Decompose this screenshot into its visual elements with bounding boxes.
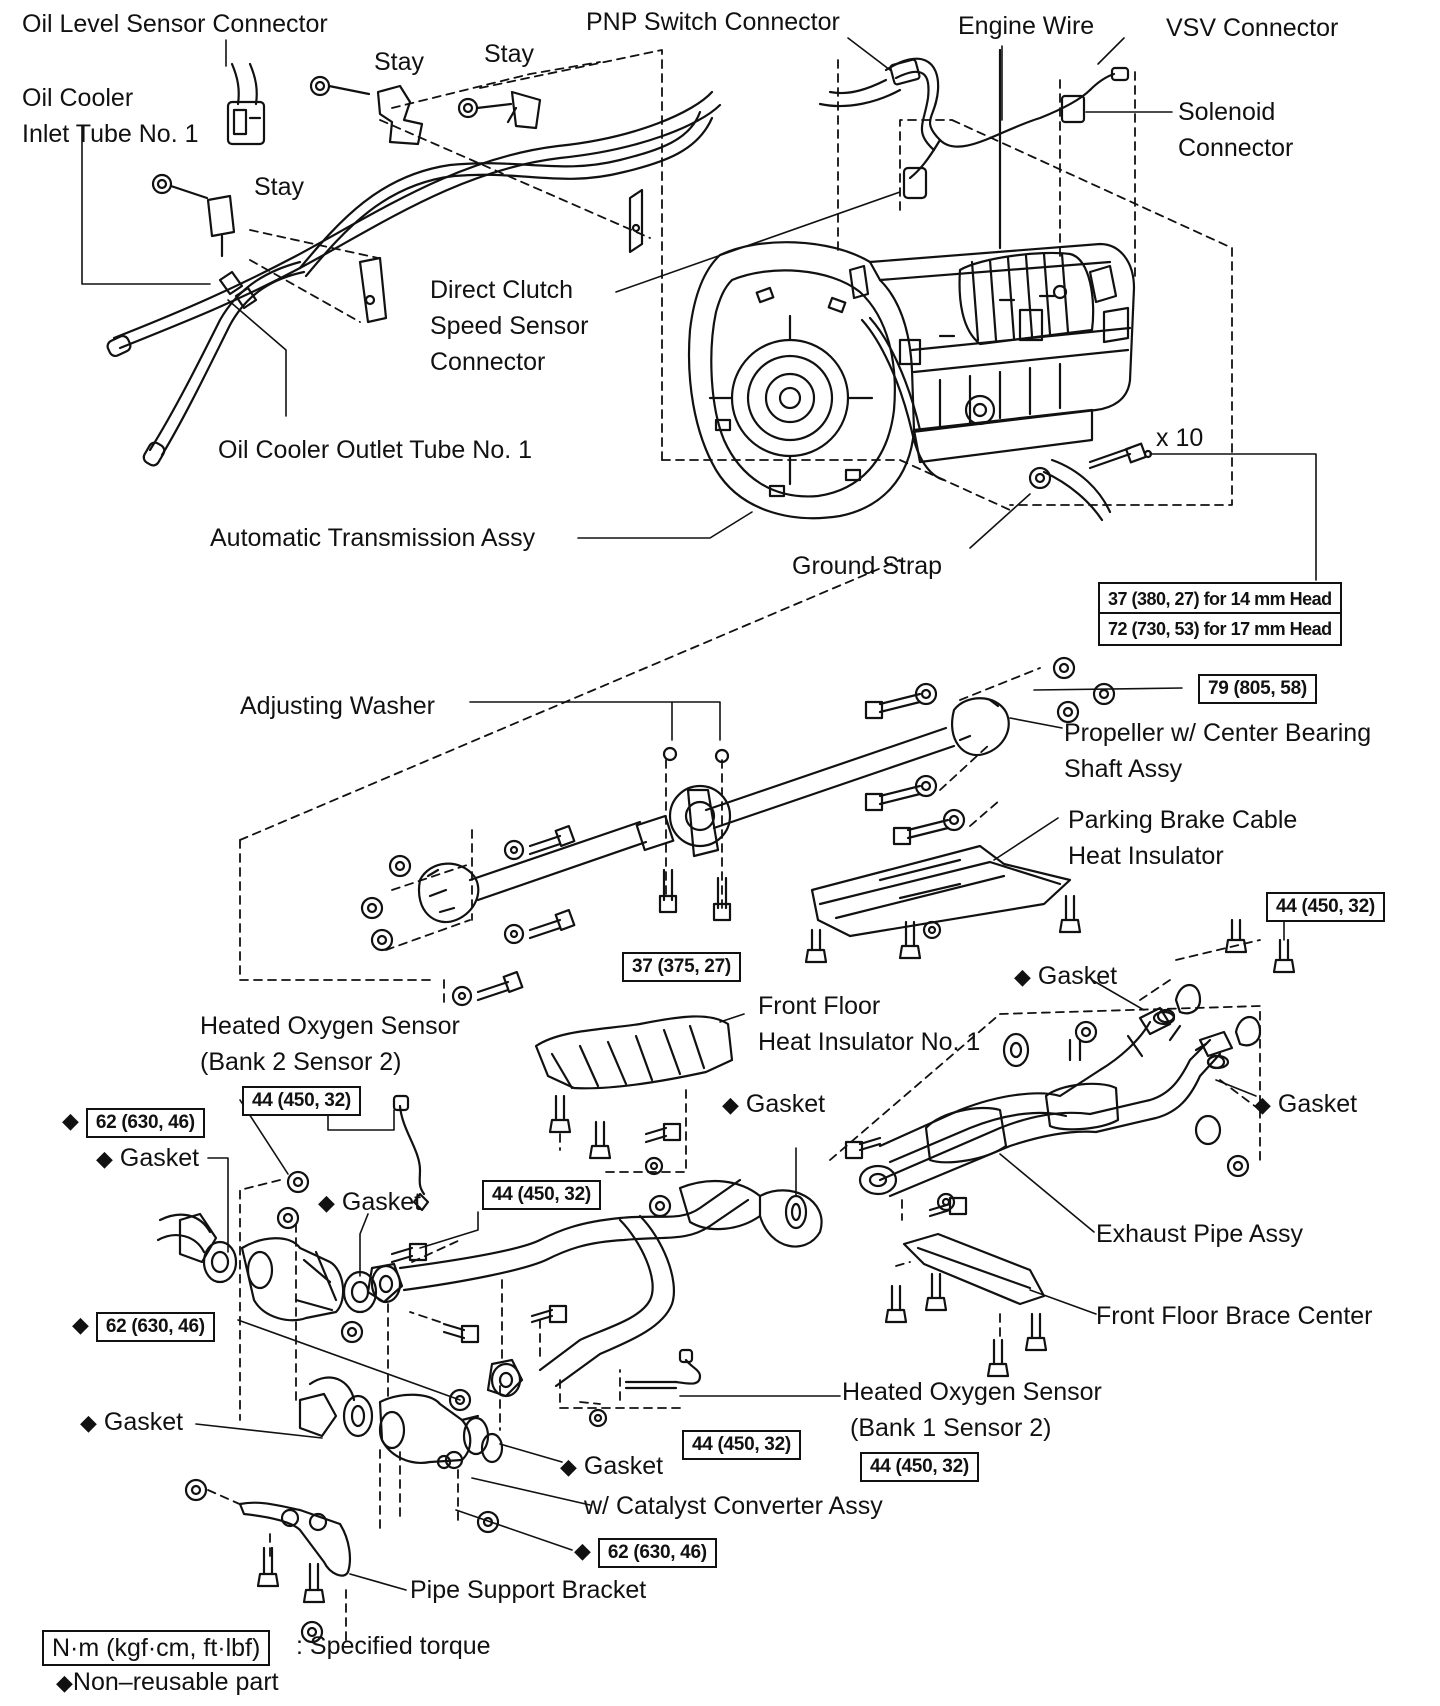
ground-strap	[1028, 442, 1153, 522]
label-gasket-lower-center: ◆ Gasket	[560, 1452, 664, 1480]
shaft-fasteners	[360, 656, 1116, 1007]
torque-79: 79 (805, 58)	[1198, 674, 1317, 704]
assembly-guides-brace	[895, 1261, 1001, 1337]
label-oil-cooler-inlet-line1: Oil Cooler	[22, 84, 134, 112]
exhaust-hangers	[844, 918, 1296, 1218]
label-gasket-lower-left: ◆ Gasket	[80, 1408, 184, 1436]
legend-non-reusable: ◆Non–reusable part	[56, 1668, 279, 1696]
label-parking-brake-line1: Parking Brake Cable	[1068, 806, 1298, 834]
label-gasket-top-right: ◆ Gasket	[1014, 962, 1118, 990]
label-propeller-line1: Propeller w/ Center Bearing	[1064, 719, 1372, 747]
label-adjusting-washer: Adjusting Washer	[240, 692, 435, 720]
label-stay-2: Stay	[484, 40, 535, 68]
torque-37: 37 (375, 27)	[622, 952, 741, 982]
torque-17mm: 72 (730, 53) for 17 mm Head	[1098, 612, 1342, 646]
torque-62-top-group: ◆ 62 (630, 46)	[62, 1106, 205, 1138]
label-engine-wire: Engine Wire	[958, 12, 1095, 40]
assembly-guides-heat	[559, 1089, 687, 1173]
label-heated-o2-bank2-line1: Heated Oxygen Sensor	[200, 1012, 460, 1040]
label-gasket-left-2: ◆ Gasket	[318, 1188, 422, 1216]
oil-level-sensor-connector	[226, 62, 266, 146]
label-oil-cooler-outlet: Oil Cooler Outlet Tube No. 1	[218, 436, 533, 464]
oxygen-sensors	[392, 1094, 808, 1428]
label-pipe-support-bracket: Pipe Support Bracket	[410, 1576, 647, 1604]
torque-44-lower: 44 (450, 32)	[682, 1430, 801, 1460]
label-pnp-switch-connector: PNP Switch Connector	[586, 8, 840, 36]
engine-wire-harness	[818, 48, 1130, 250]
label-parking-brake-line2: Heat Insulator	[1068, 842, 1224, 870]
label-gasket-right: ◆ Gasket	[1254, 1090, 1358, 1118]
label-gasket-left-1: ◆ Gasket	[96, 1144, 200, 1172]
label-front-floor-heat-line2: Heat Insulator No. 1	[758, 1028, 981, 1056]
pipe-support-bracket	[184, 1478, 351, 1644]
label-propeller-line2: Shaft Assy	[1064, 755, 1183, 783]
propeller-shaft	[417, 697, 1010, 924]
label-solenoid-connector-line1: Solenoid	[1178, 98, 1276, 126]
left-catalyst	[156, 1170, 480, 1344]
label-stay-1: Stay	[374, 48, 425, 76]
torque-62-middle-group: ◆ 62 (630, 46)	[72, 1310, 215, 1342]
torque-44-bank1: 44 (450, 32)	[860, 1452, 979, 1482]
label-oil-level-sensor-connector: Oil Level Sensor Connector	[22, 10, 328, 38]
torque-44-right: 44 (450, 32)	[1266, 892, 1385, 922]
label-ground-strap: Ground Strap	[792, 552, 943, 580]
label-front-floor-heat-line1: Front Floor	[758, 992, 881, 1020]
legend-specified-torque: : Specified torque	[296, 1632, 491, 1660]
label-stay-3: Stay	[254, 173, 305, 201]
label-direct-clutch-line3: Connector	[430, 348, 546, 376]
torque-44-center: 44 (450, 32)	[482, 1180, 601, 1210]
legend-torque-unit: N·m (kgf·cm, ft·lbf)	[42, 1630, 271, 1666]
label-heated-o2-bank1-line1: Heated Oxygen Sensor	[842, 1378, 1102, 1406]
label-heated-o2-bank1-line2: (Bank 1 Sensor 2)	[850, 1414, 1052, 1442]
label-catalyst-converter: w/ Catalyst Converter Assy	[584, 1492, 883, 1520]
label-front-floor-brace: Front Floor Brace Center	[1096, 1302, 1373, 1330]
assembly-guides-lower	[207, 1179, 681, 1641]
front-exhaust-pipe	[366, 1178, 823, 1398]
automatic-transmission	[687, 241, 1136, 520]
leader-lines	[81, 37, 1317, 1591]
label-direct-clutch-line2: Speed Sensor	[430, 312, 589, 340]
label-vsv-connector: VSV Connector	[1166, 14, 1339, 42]
exhaust-pipe-assembly	[858, 1006, 1250, 1198]
assembly-guides-top	[249, 49, 1233, 511]
torque-14mm: 37 (380, 27) for 14 mm Head	[1098, 582, 1342, 616]
label-gasket-center: ◆ Gasket	[722, 1090, 826, 1118]
parking-brake-heat-insulator	[804, 844, 1082, 964]
stay-brackets	[151, 75, 644, 324]
front-floor-brace-center	[884, 1232, 1048, 1378]
torque-62-lower-group: ◆ 62 (630, 46)	[574, 1536, 717, 1568]
label-solenoid-connector-line2: Connector	[1178, 134, 1294, 162]
label-oil-cooler-inlet-line2: Inlet Tube No. 1	[22, 120, 199, 148]
oil-cooler-tubes	[106, 90, 722, 467]
label-heated-o2-bank2-line2: (Bank 2 Sensor 2)	[200, 1048, 402, 1076]
assembly-guides-middle	[239, 559, 1041, 1005]
label-automatic-transmission: Automatic Transmission Assy	[210, 524, 536, 552]
label-direct-clutch-line1: Direct Clutch	[430, 276, 574, 304]
lower-catalyst	[298, 1320, 504, 1534]
front-floor-heat-insulator	[534, 1015, 734, 1218]
torque-44-bank2: 44 (450, 32)	[242, 1086, 361, 1116]
label-x10: x 10	[1156, 424, 1204, 452]
label-exhaust-pipe: Exhaust Pipe Assy	[1096, 1220, 1304, 1248]
